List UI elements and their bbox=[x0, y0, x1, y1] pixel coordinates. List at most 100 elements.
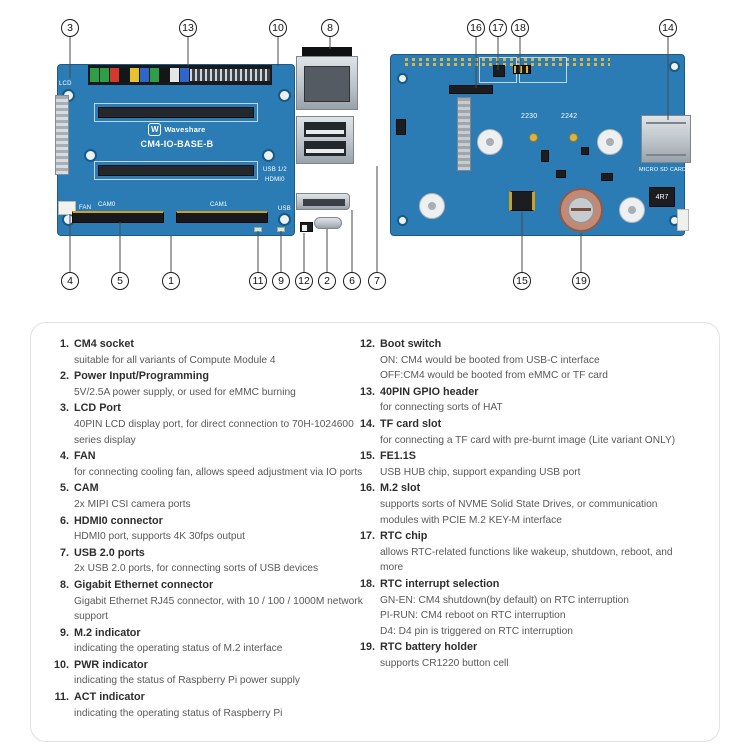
legend-item-desc: 5V/2.5A power supply, or used for eMMC b… bbox=[74, 386, 296, 398]
legend-item: 19. RTC battery holder supports CR1220 but… bbox=[355, 640, 703, 671]
fe11s-usb-hub-chip bbox=[509, 191, 535, 211]
m2-slot-rail bbox=[457, 97, 471, 171]
legend-item-desc: PI-RUN: CM4 reboot on RTC interruption bbox=[380, 610, 566, 622]
legend-item-title: ACT indicator bbox=[74, 691, 145, 704]
legend-item-title: LCD Port bbox=[74, 402, 121, 415]
lcd-connector bbox=[55, 95, 69, 175]
callout-11: 11 bbox=[249, 272, 267, 290]
legend-item-number: 17. bbox=[359, 530, 375, 543]
mounting-hole bbox=[397, 73, 408, 84]
legend-item-title: CAM bbox=[74, 482, 99, 495]
callout-10: 10 bbox=[269, 19, 287, 37]
smd-component bbox=[601, 173, 613, 181]
legend-item-number: 18. bbox=[359, 577, 375, 590]
waveshare-logo-icon: W bbox=[148, 123, 162, 136]
legend-item-number: 3. bbox=[59, 402, 69, 415]
callout-1: 1 bbox=[162, 272, 180, 290]
boot-switch bbox=[300, 222, 313, 232]
legend-item-title: 40PIN GPIO header bbox=[380, 385, 479, 398]
legend-item-title: RTC battery holder bbox=[380, 641, 478, 654]
legend-item-title: RTC interrupt selection bbox=[380, 577, 500, 590]
rtc-chip bbox=[493, 65, 505, 77]
cam1-label: CAM1 bbox=[210, 202, 228, 208]
legend-item-head: 17. RTC chip bbox=[355, 529, 703, 545]
m2-screw-pad-2230 bbox=[529, 133, 538, 142]
mounting-hole bbox=[397, 215, 408, 226]
cm4-socket-connector-bottom bbox=[98, 165, 254, 176]
legend-item-title: TF card slot bbox=[380, 417, 442, 430]
legend-item-desc: for connecting sorts of HAT bbox=[380, 402, 503, 414]
legend-item-title: M.2 slot bbox=[380, 482, 421, 495]
standoff bbox=[619, 197, 645, 223]
standoff bbox=[477, 129, 503, 155]
callout-18: 18 bbox=[511, 19, 529, 37]
legend-item-desc: 2x USB 2.0 ports, for connecting sorts o… bbox=[74, 563, 319, 575]
legend-item-desc: 40PIN LCD display port, for direct conne… bbox=[74, 418, 354, 430]
gpio-header-40pin bbox=[88, 65, 272, 85]
cam1-connector bbox=[176, 211, 268, 223]
callout-2: 2 bbox=[318, 272, 336, 290]
legend-item-head: 11.ACT indicator bbox=[49, 690, 345, 706]
legend-item-number: 7. bbox=[59, 546, 69, 559]
hdmi0-label: HDMI0 bbox=[265, 177, 285, 183]
smd-component bbox=[556, 170, 566, 178]
legend-item-head: 2. Power Input/Programming bbox=[49, 369, 345, 385]
smd-component bbox=[581, 147, 589, 155]
legend-item-desc: indicating the status of Raspberry Pi po… bbox=[74, 675, 300, 687]
board-diagram: LCD FAN W Waveshare CM4-IO-BASE-B CAM0 C… bbox=[0, 0, 750, 320]
legend-item-head: 12.Boot switch bbox=[355, 337, 703, 353]
power-inductor-4r7: 4R7 bbox=[649, 187, 675, 207]
legend-item-number: 12. bbox=[359, 338, 375, 350]
legend-item-head: 16. M.2 slot bbox=[355, 481, 703, 497]
fan-label: FAN bbox=[79, 205, 92, 211]
m2-slot-connector bbox=[449, 85, 493, 94]
legend-item: 2. Power Input/Programming 5V/2.5A power s… bbox=[49, 369, 345, 400]
legend-item-desc: for connecting cooling fan, allows speed… bbox=[74, 466, 363, 478]
legend-item-number: 14. bbox=[359, 417, 375, 430]
cam0-connector bbox=[72, 211, 164, 223]
legend-item-number: 16. bbox=[359, 482, 375, 495]
legend-item-desc: HDMI0 port, supports 4K 30fps output bbox=[74, 531, 246, 543]
m2-screw-pad-2242 bbox=[569, 133, 578, 142]
m2-2242-label: 2242 bbox=[561, 113, 578, 120]
legend-item-title: FAN bbox=[74, 450, 96, 463]
smd-component bbox=[541, 150, 549, 162]
legend-item-number: 19. bbox=[359, 641, 375, 654]
micro-sd-card-label: MICRO SD CARD bbox=[639, 167, 687, 173]
ethernet-rj45-shell-top bbox=[302, 47, 352, 57]
legend-item-desc: supports CR1220 button cell bbox=[380, 657, 509, 669]
callout-5: 5 bbox=[111, 272, 129, 290]
mounting-hole bbox=[278, 213, 291, 226]
legend-item-head: 13.40PIN GPIO header bbox=[355, 385, 703, 401]
legend-item-head: 19. RTC battery holder bbox=[355, 640, 703, 656]
legend-item-title: Power Input/Programming bbox=[74, 370, 209, 383]
legend-item-desc: indicating the operating status of M.2 i… bbox=[74, 643, 283, 655]
legend-item-desc: support bbox=[74, 611, 108, 623]
legend-item-number: 9. bbox=[59, 626, 69, 639]
legend-item-number: 2. bbox=[59, 370, 69, 383]
legend-item-desc: allows RTC-related functions like wakeup… bbox=[380, 546, 673, 558]
callout-8: 8 bbox=[321, 19, 339, 37]
gpio-pins bbox=[190, 69, 270, 81]
callout-7: 7 bbox=[368, 272, 386, 290]
lcd-label: LCD bbox=[59, 81, 72, 87]
legend-item-head: 8.Gigabit Ethernet connector bbox=[49, 578, 345, 594]
legend-item-desc: USB HUB chip, support expanding USB port bbox=[380, 466, 581, 478]
legend-item-title: RTC chip bbox=[380, 530, 428, 543]
rtc-interrupt-jumper bbox=[513, 65, 531, 74]
mounting-hole bbox=[669, 61, 680, 72]
smd-component bbox=[396, 119, 406, 135]
right-board-back-view: 2230 2242 MICRO SD CARD 4R7 bbox=[390, 54, 691, 236]
